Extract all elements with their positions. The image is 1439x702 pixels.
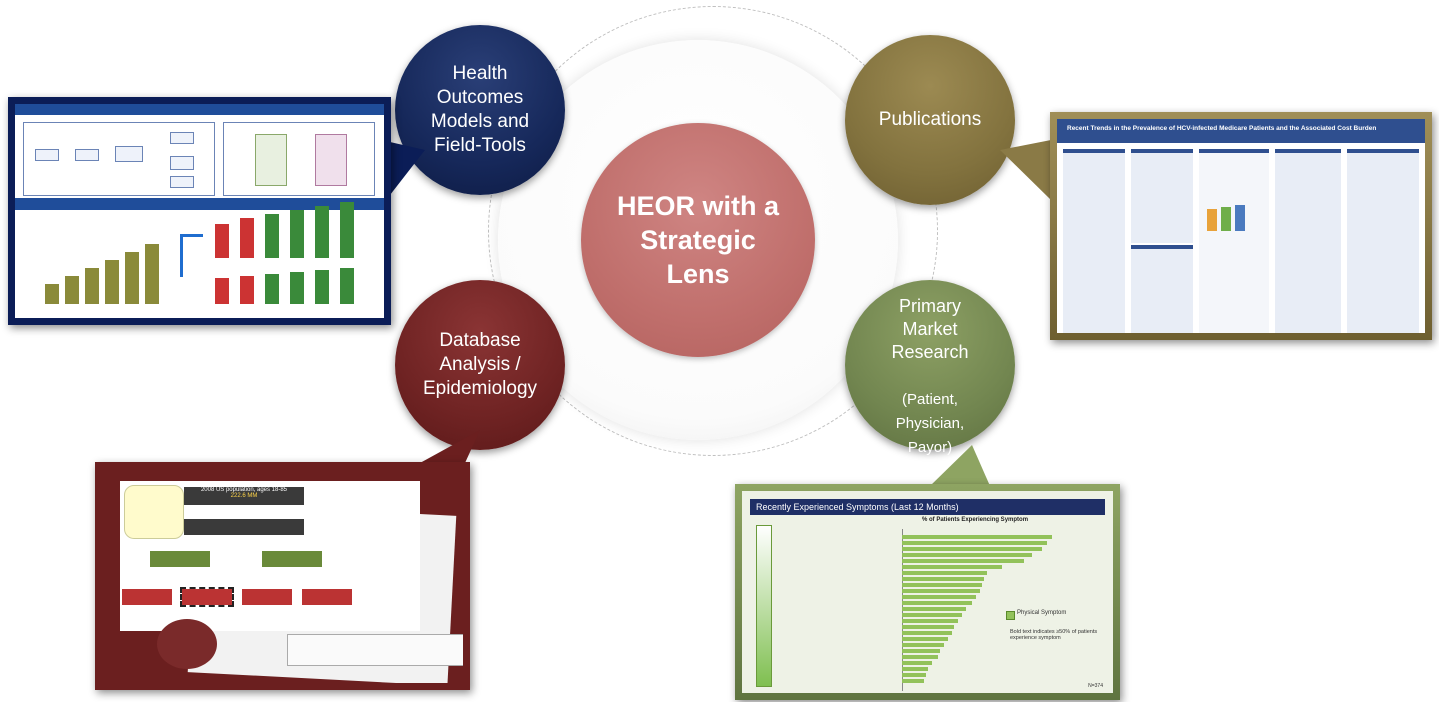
health-model-thumbnail bbox=[15, 104, 384, 318]
publication-poster-thumbnail: Recent Trends in the Prevalence of HCV-i… bbox=[1057, 119, 1425, 333]
center-heor-circle: HEOR with a Strategic Lens bbox=[581, 123, 815, 357]
symptoms-note: Bold text indicates ≥50% of patients exp… bbox=[1010, 629, 1098, 641]
pmr-sublabel: (Patient, Physician, Payor) bbox=[895, 390, 965, 456]
symptoms-title: Recently Experienced Symptoms (Last 12 M… bbox=[750, 499, 1105, 515]
symptoms-n: N=374 bbox=[1088, 683, 1103, 689]
node-database-analysis: Database Analysis / Epidemiology bbox=[395, 280, 565, 450]
node-publications: Publications bbox=[845, 35, 1015, 205]
outer-dashed-ring bbox=[488, 6, 938, 456]
node-health-outcomes: Health Outcomes Models and Field-Tools bbox=[395, 25, 565, 195]
callout-primary-research: Recently Experienced Symptoms (Last 12 M… bbox=[735, 484, 1120, 700]
db-top-box: 2008 US population, ages 18-85 222.6 MM bbox=[184, 487, 304, 505]
symptoms-chart-thumbnail: Recently Experienced Symptoms (Last 12 M… bbox=[742, 491, 1113, 693]
epidemiology-flow-thumbnail: 2008 US population, ages 18-85 222.6 MM bbox=[102, 469, 463, 683]
callout-publications: Recent Trends in the Prevalence of HCV-i… bbox=[1050, 112, 1432, 340]
callout-health-models bbox=[8, 97, 391, 325]
pmr-label: Primary Market Research bbox=[891, 295, 969, 362]
symptoms-axis-label: % of Patients Experiencing Symptom bbox=[922, 517, 1029, 523]
poster-title: Recent Trends in the Prevalence of HCV-i… bbox=[1067, 125, 1377, 132]
node-primary-market-research: Primary Market Research (Patient, Physic… bbox=[845, 280, 1015, 456]
callout-database-analysis: 2008 US population, ages 18-85 222.6 MM bbox=[95, 462, 470, 690]
symptoms-legend: Physical Symptom bbox=[1017, 610, 1067, 616]
